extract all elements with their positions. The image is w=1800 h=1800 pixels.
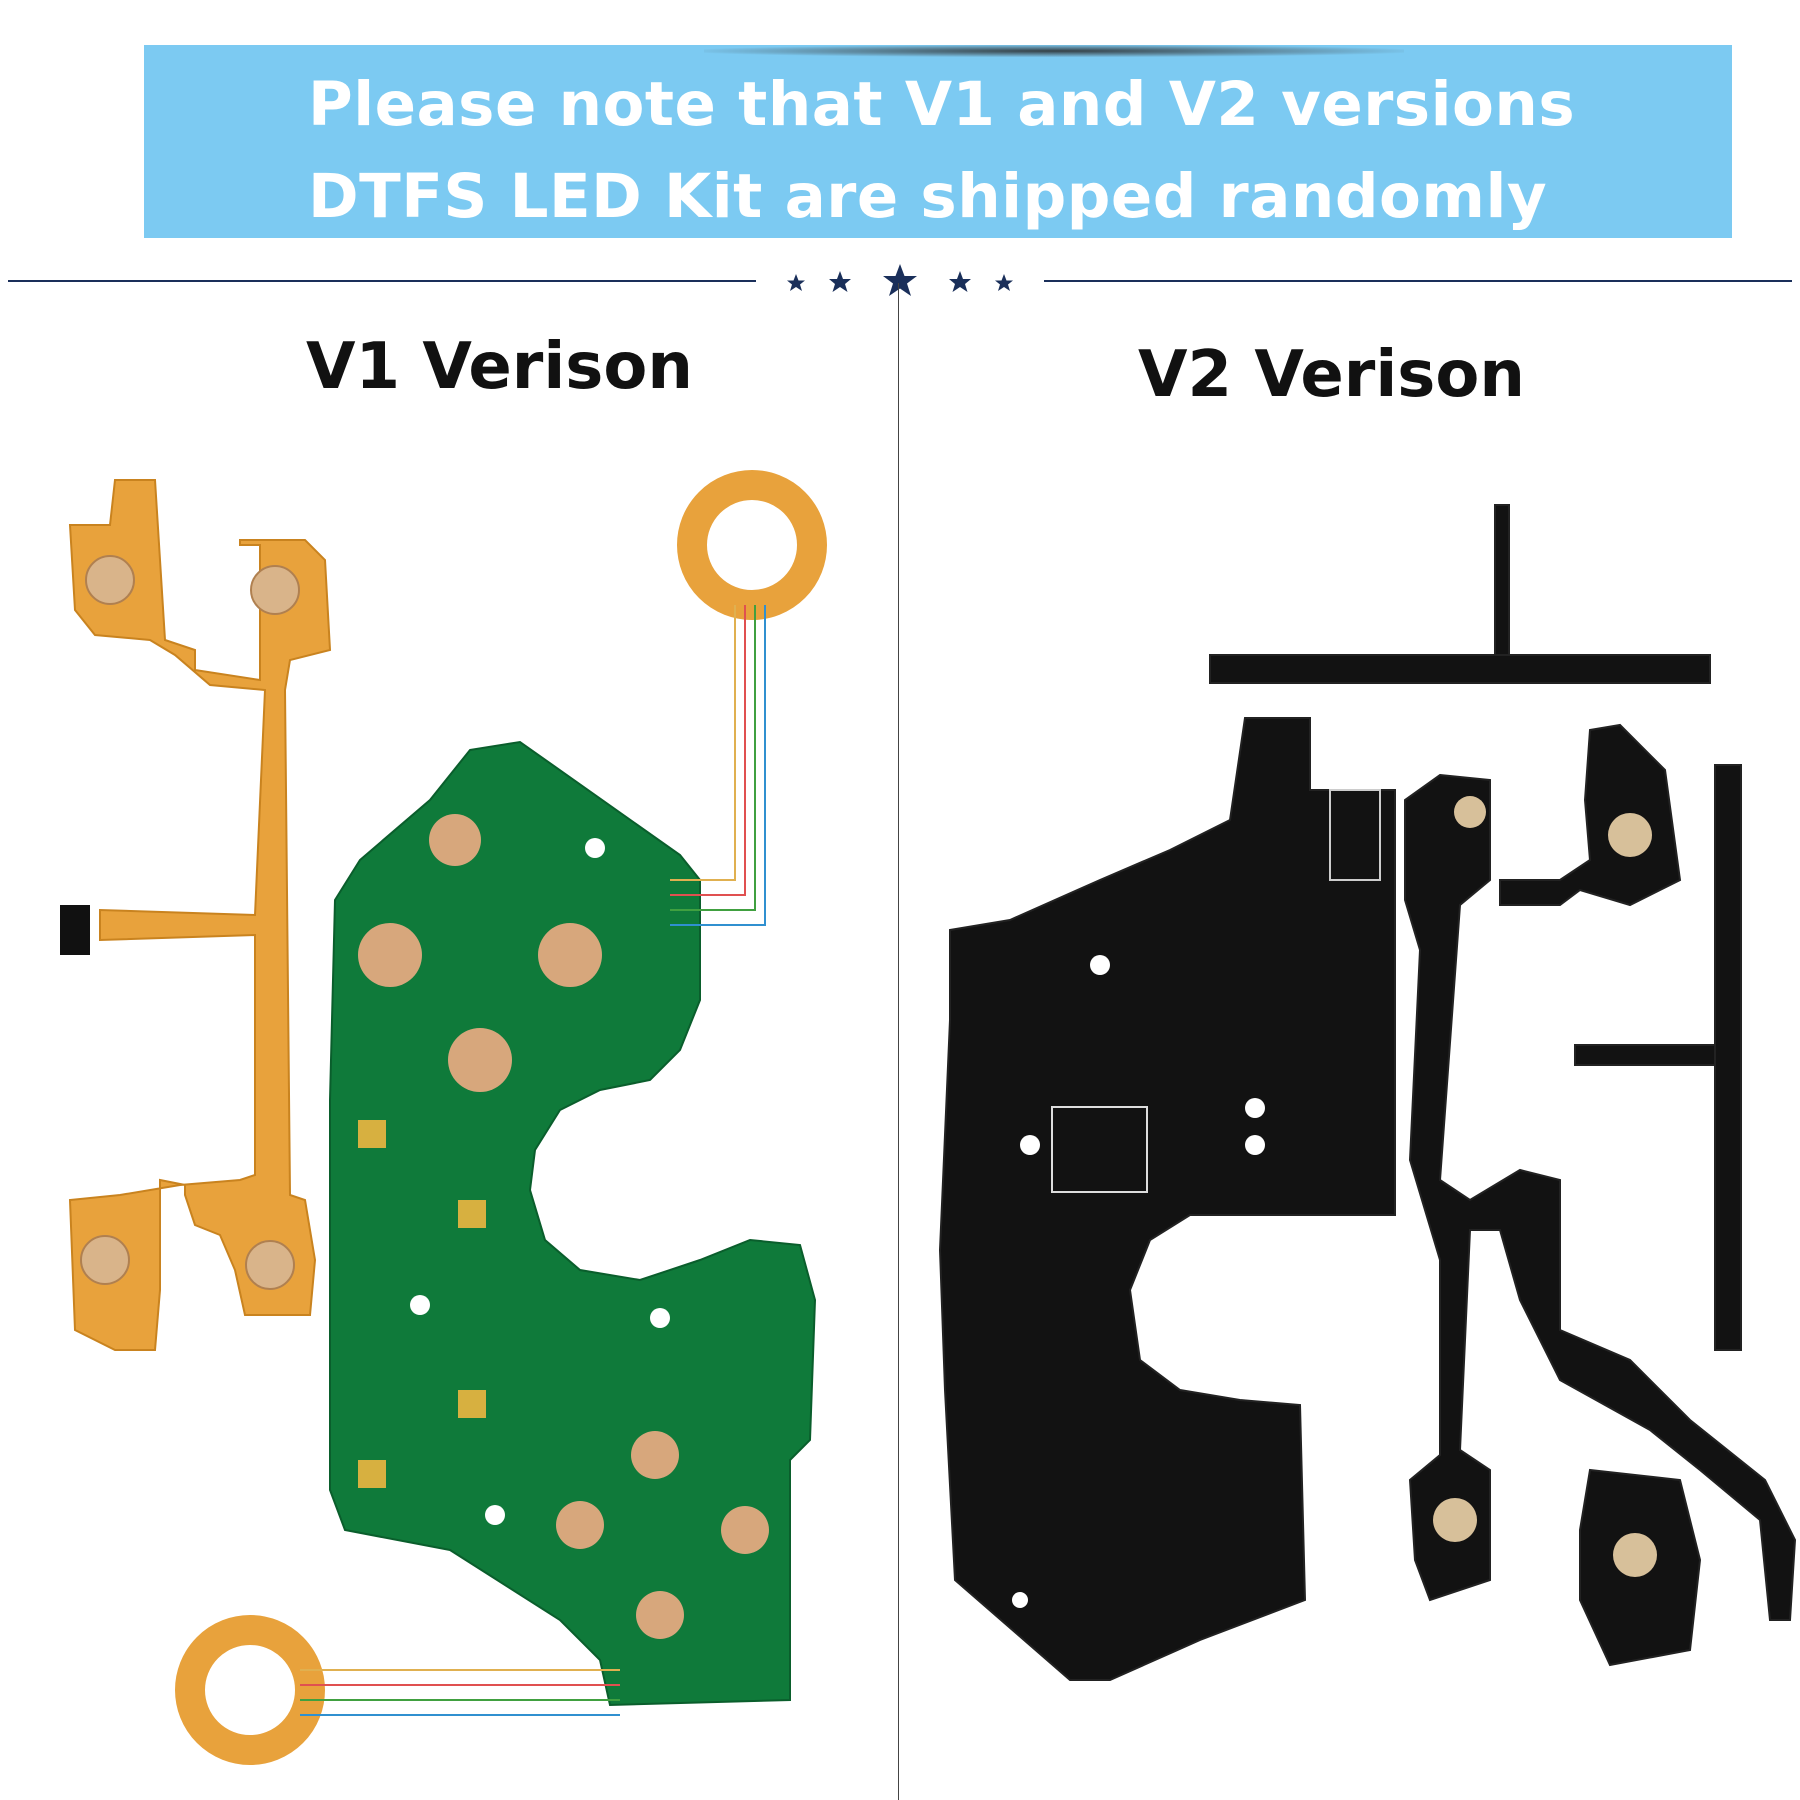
v1-title: V1 Verison: [306, 330, 693, 404]
divider-stars: [787, 264, 1013, 296]
v1-green-pcb: [329, 740, 817, 1707]
v2-flex-right-top: [1499, 723, 1682, 907]
star-icon: [995, 274, 1013, 291]
divider-right: [1044, 280, 1792, 282]
flex-connector: [60, 905, 90, 955]
banner-line-2: DTFS LED Kit are shipped randomly: [308, 161, 1548, 232]
v2-led-strip-side: [1714, 764, 1742, 1351]
star-icon: [949, 271, 971, 292]
notice-banner: Please note that V1 and V2 versions DTFS…: [144, 45, 1732, 238]
banner-shadow: [704, 45, 1404, 57]
v2-strip-side-branch: [1574, 1044, 1716, 1066]
star-icon: [787, 274, 805, 291]
column-separator: [898, 283, 899, 1800]
v2-led-strip-top: [1209, 654, 1711, 684]
v2-title: V2 Verison: [1138, 338, 1525, 412]
v1-flex-cable: [68, 479, 332, 1351]
star-icon: [883, 264, 917, 296]
v1-led-ring-top: [677, 470, 827, 620]
divider-left: [8, 280, 756, 282]
v2-black-pcb: [938, 717, 1396, 1681]
star-icon: [829, 271, 851, 292]
v1-led-ring-bottom: [175, 1615, 325, 1765]
v2-strip-top-tail: [1494, 504, 1510, 656]
banner-line-1: Please note that V1 and V2 versions: [308, 69, 1576, 140]
